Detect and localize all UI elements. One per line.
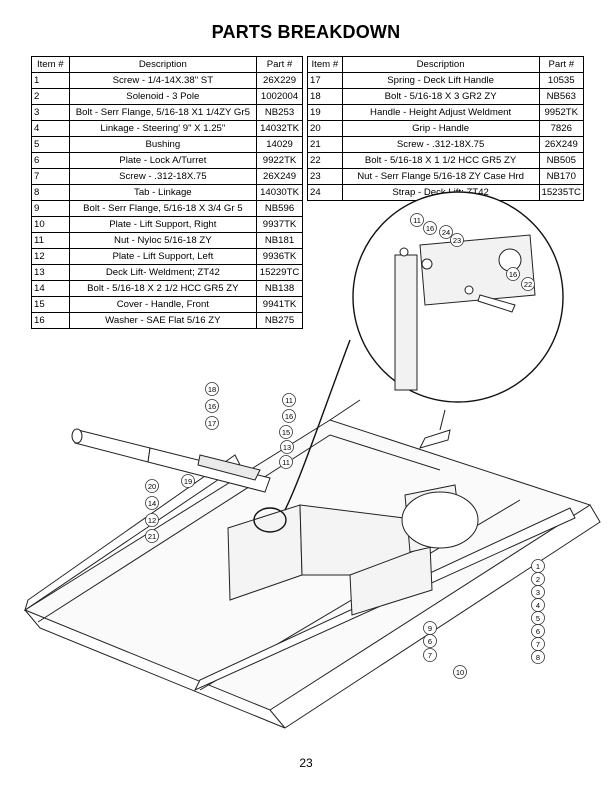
svg-text:2: 2 xyxy=(536,575,540,584)
callout-18: 18 xyxy=(205,382,219,396)
svg-text:15: 15 xyxy=(282,428,290,437)
svg-text:1: 1 xyxy=(536,562,540,571)
callout-14: 14 xyxy=(145,496,159,510)
svg-text:22: 22 xyxy=(524,280,532,289)
callout-19: 19 xyxy=(181,474,195,488)
callout-7: 7 xyxy=(531,637,545,651)
svg-text:7: 7 xyxy=(536,640,540,649)
callout-11: 11 xyxy=(282,393,296,407)
svg-text:20: 20 xyxy=(148,482,156,491)
svg-text:16: 16 xyxy=(208,402,216,411)
callout-4: 4 xyxy=(531,598,545,612)
svg-text:3: 3 xyxy=(536,588,540,597)
cell-part: NB275 xyxy=(256,312,303,329)
callout-9: 9 xyxy=(423,621,437,635)
svg-text:5: 5 xyxy=(536,614,540,623)
callout-11: 11 xyxy=(410,213,424,227)
svg-text:19: 19 xyxy=(184,477,192,486)
svg-text:11: 11 xyxy=(285,396,293,405)
svg-text:21: 21 xyxy=(148,532,156,541)
callout-6: 6 xyxy=(531,624,545,638)
callout-11: 11 xyxy=(279,455,293,469)
svg-text:9: 9 xyxy=(428,624,432,633)
callout-3: 3 xyxy=(531,585,545,599)
svg-text:11: 11 xyxy=(282,458,290,467)
table-header-row: Item # Description Part # xyxy=(307,56,585,73)
svg-text:10: 10 xyxy=(456,668,464,677)
callout-16: 16 xyxy=(205,399,219,413)
callout-21: 21 xyxy=(145,529,159,543)
svg-text:8: 8 xyxy=(536,653,540,662)
detail-zoom-circle xyxy=(253,191,564,533)
page-number: 23 xyxy=(299,756,313,770)
svg-text:6: 6 xyxy=(536,627,540,636)
svg-text:16: 16 xyxy=(285,412,293,421)
page-title: PARTS BREAKDOWN xyxy=(211,22,401,42)
svg-text:23: 23 xyxy=(453,236,461,245)
callout-16: 16 xyxy=(423,221,437,235)
callout-8: 8 xyxy=(531,650,545,664)
svg-text:17: 17 xyxy=(208,419,216,428)
callout-2: 2 xyxy=(531,572,545,586)
svg-text:24: 24 xyxy=(442,228,450,237)
callout-10: 10 xyxy=(453,665,467,679)
table-header-row: Item # Description Part # xyxy=(31,56,303,73)
callout-23: 23 xyxy=(450,233,464,247)
cell-description: Washer - SAE Flat 5/16 ZY xyxy=(68,312,258,329)
callout-15: 15 xyxy=(279,425,293,439)
callout-6: 6 xyxy=(423,634,437,648)
cell-part: 15235TC xyxy=(538,184,585,201)
callout-22: 22 xyxy=(521,277,535,291)
callout-5: 5 xyxy=(531,611,545,625)
callout-13: 13 xyxy=(280,440,294,454)
svg-text:11: 11 xyxy=(413,216,421,225)
callout-20: 20 xyxy=(145,479,159,493)
svg-text:14: 14 xyxy=(148,499,156,508)
cell-part: NB138 xyxy=(256,280,303,297)
callout-24: 24 xyxy=(439,225,453,239)
turret-plate xyxy=(401,491,479,549)
svg-text:18: 18 xyxy=(208,385,216,394)
svg-text:16: 16 xyxy=(509,270,517,279)
callout-labels: 1234567891011121314151617181920212223241… xyxy=(145,213,545,679)
callout-16: 16 xyxy=(282,409,296,423)
svg-text:4: 4 xyxy=(536,601,540,610)
svg-text:13: 13 xyxy=(283,443,291,452)
svg-text:12: 12 xyxy=(148,516,156,525)
callout-1: 1 xyxy=(531,559,545,573)
callout-7: 7 xyxy=(423,648,437,662)
svg-text:6: 6 xyxy=(428,637,432,646)
callout-16: 16 xyxy=(506,267,520,281)
height-adjust-handle xyxy=(71,428,271,493)
callout-12: 12 xyxy=(145,513,159,527)
cell-part: 1002004 xyxy=(256,88,303,105)
svg-text:16: 16 xyxy=(426,224,434,233)
svg-text:7: 7 xyxy=(428,651,432,660)
callout-17: 17 xyxy=(205,416,219,430)
